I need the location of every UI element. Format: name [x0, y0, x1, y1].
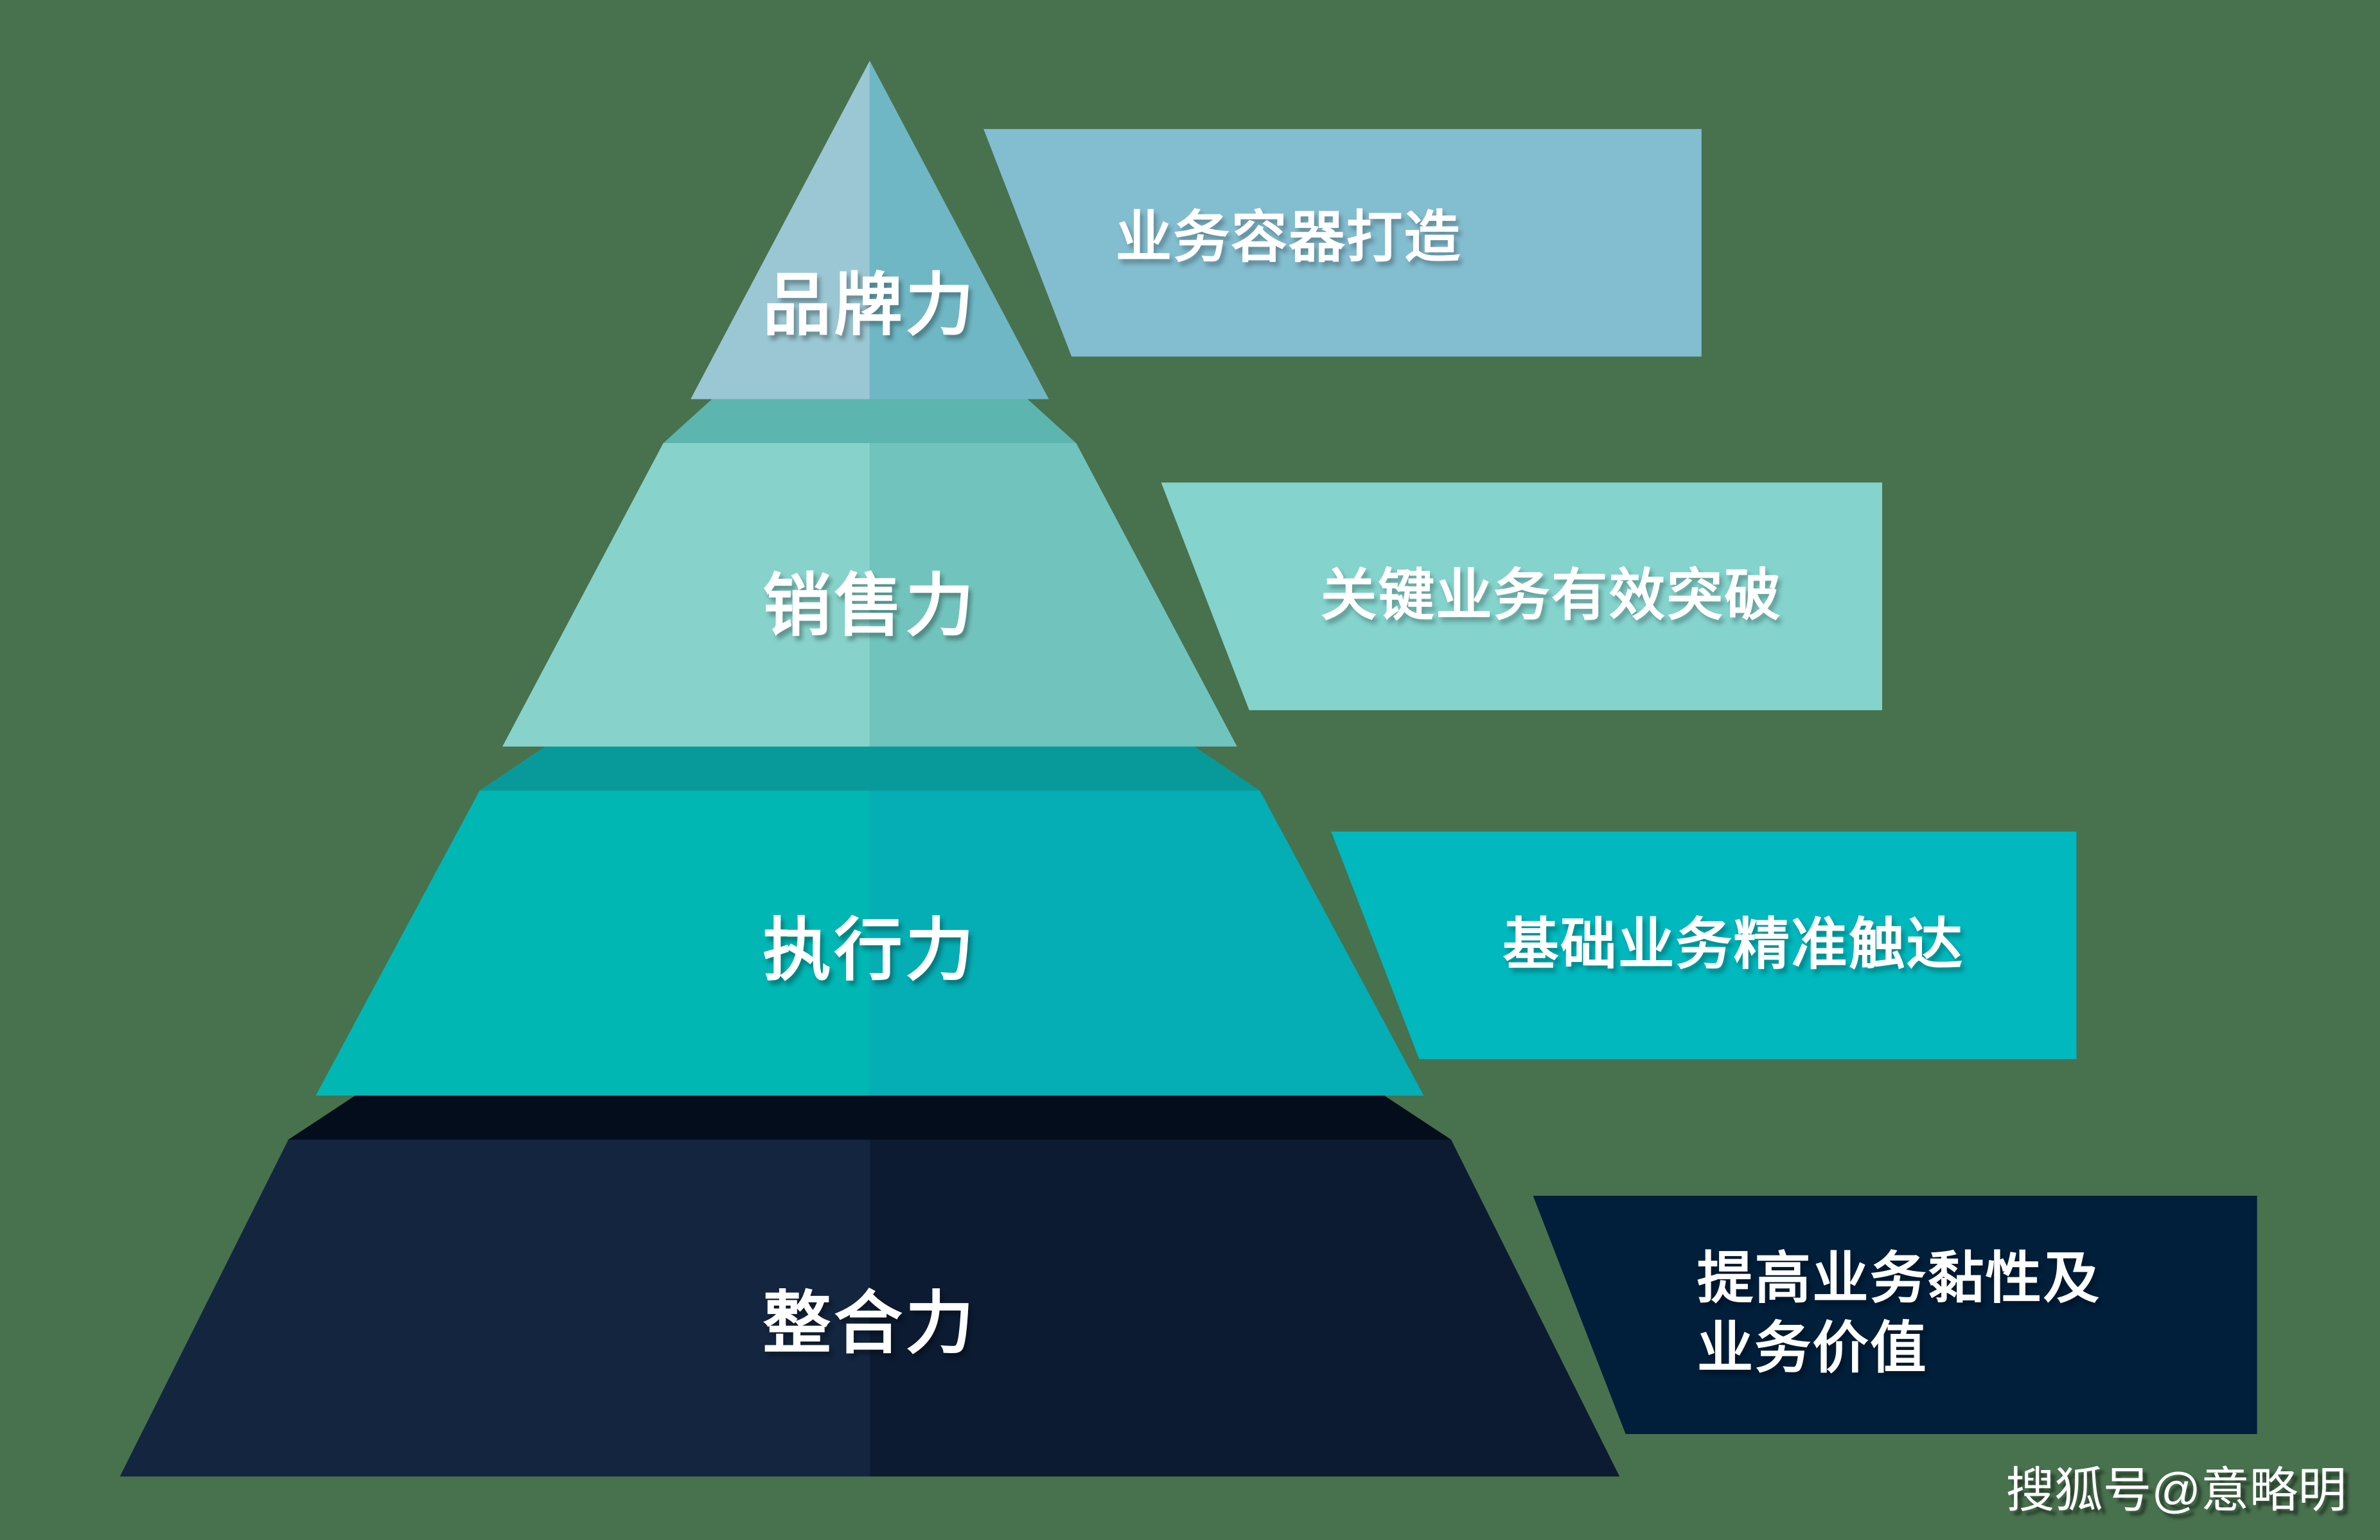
tier4-left-face — [119, 1139, 870, 1477]
tier2-label: 销售力 — [762, 566, 977, 645]
tier2-top-shadow-band — [663, 399, 1077, 443]
callout-box-2 — [1161, 482, 1882, 710]
callout4-text: 提高业务黏性及 业务价值 — [1697, 1245, 2101, 1384]
callout3-text: 基础业务精准触达 — [1503, 913, 1964, 976]
tier4-top-shadow-band — [288, 1096, 1451, 1140]
tier4-label: 整合力 — [762, 1284, 977, 1362]
callout4-text-line1: 提高业务黏性及 — [1697, 1247, 2101, 1310]
tier4-right-face — [869, 1139, 1620, 1477]
callout-box-3 — [1331, 831, 2077, 1060]
callout1-text: 业务容器打造 — [1115, 206, 1462, 269]
callout4-text-line2: 业务价值 — [1697, 1317, 1928, 1379]
tier3-top-shadow-band — [479, 746, 1260, 791]
tier1-left-face — [691, 60, 870, 399]
callout-box-1 — [983, 128, 1702, 357]
tier3-right-face — [869, 791, 1424, 1096]
tier2-left-face — [502, 442, 870, 747]
tier3-label: 执行力 — [762, 911, 977, 989]
callout2-text: 关键业务有效突破 — [1320, 564, 1783, 627]
tier2-right-face — [869, 442, 1237, 747]
watermark: 搜狐号@意略明 — [2005, 1462, 2347, 1518]
tier1-right-face — [869, 60, 1049, 399]
tier3-left-face — [315, 791, 870, 1096]
tier1-label: 品牌力 — [762, 266, 977, 344]
callout-box-4 — [1533, 1195, 2257, 1434]
